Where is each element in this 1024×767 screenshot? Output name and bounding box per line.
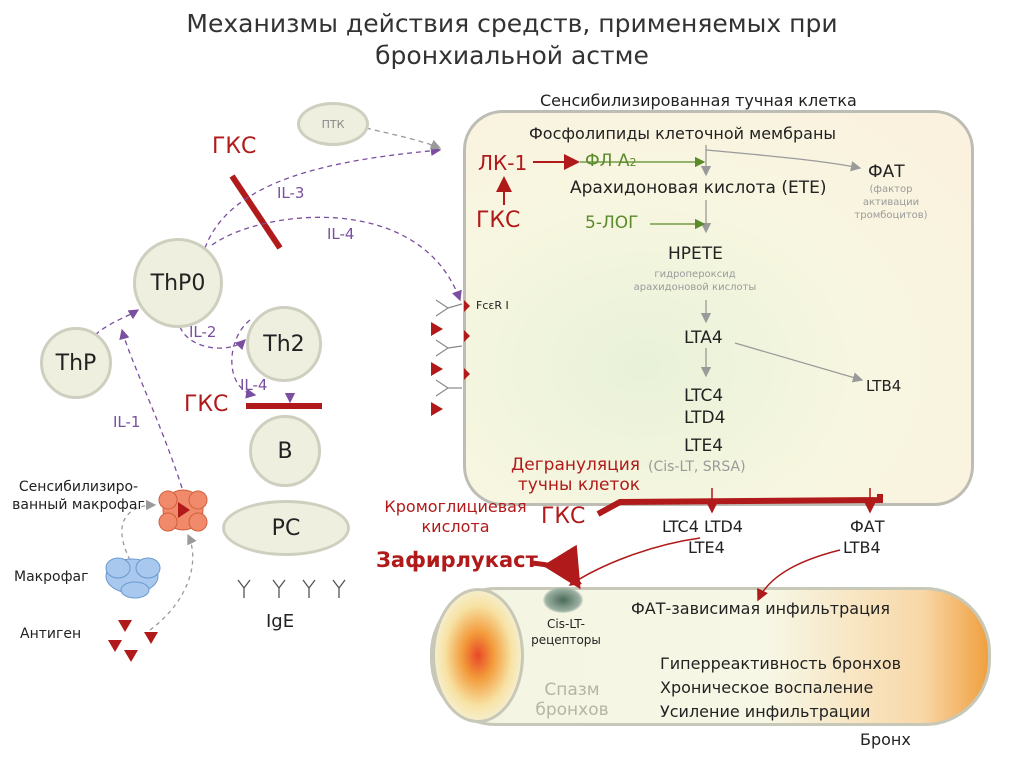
hpete-description: гидропероксид арахидоновой кислоты (633, 269, 757, 293)
th2-cell: Th2 (246, 306, 322, 382)
il4-top-label: IL-4 (327, 225, 355, 243)
lta4-label: LTA4 (684, 328, 723, 348)
degranulation-label: Дегрануляция тучны клеток (511, 455, 640, 495)
ptk-cell: ПТК (297, 102, 369, 146)
lte4-label: LTE4 (684, 436, 724, 456)
hyperreactivity-label: Гиперреактивность бронхов (660, 654, 902, 673)
cis-lt-label: (Cis-LT, SRSA) (648, 459, 746, 475)
bronchospasm-label: Спазм бронхов (535, 680, 609, 720)
mast-cell-label: Сенсибилизированная тучная клетка (540, 91, 857, 110)
pla2-label: ФЛ А2 (585, 151, 637, 171)
bronchus-label: Бронх (860, 730, 911, 749)
gks-top-label: ГКС (212, 134, 257, 159)
ltb4-output-label: LTB4 (843, 538, 881, 557)
gks-mid-label: ГКС (184, 392, 229, 417)
chronic-inflammation-label: Хроническое воспаление (660, 678, 874, 697)
antigen-label: Антиген (20, 626, 82, 642)
fat-infiltration-label: ФАТ-зависимая инфильтрация (631, 599, 890, 618)
membrane-phospholipids: Фосфолипиды клеточной мембраны (529, 124, 837, 143)
arachidonic-acid: Арахидоновая кислота (ЕТЕ) (570, 178, 827, 198)
lk1-label: ЛК-1 (478, 151, 528, 175)
lt-group-line2: LTE4 (688, 538, 725, 557)
infiltration-increase-label: Усиление инфильтрации (660, 702, 871, 721)
il4-mid-label: IL-4 (240, 376, 268, 394)
thp-cell: ThP (40, 327, 112, 399)
fat-description: (фактор активации тромбоцитов) (854, 184, 928, 221)
gks-in-label: ГКС (476, 208, 521, 233)
ltc4-label: LTC4 (684, 386, 724, 406)
cis-lt-receptor-marker (543, 587, 583, 613)
fat-label: ФАТ (868, 162, 905, 182)
il2-label: IL-2 (189, 323, 217, 341)
sensitized-macrophage-label: Сенсибилизиро-ванный макрофаг (12, 479, 145, 513)
lt-group-line1: LTC4 LTD4 (662, 517, 743, 536)
gks-bottom-label: ГКС (541, 504, 586, 529)
il1-label: IL-1 (113, 413, 141, 431)
thp0-cell: ThP0 (133, 238, 223, 328)
cis-lt-receptors-label: Cis-LT-рецепторы (531, 617, 601, 647)
plasma-cell: PC (222, 500, 350, 556)
il3-label: IL-3 (277, 184, 305, 202)
zafirlukast-label: Зафирлукаст (376, 548, 538, 572)
fcer-label: FcεR I (476, 299, 509, 312)
hpete-label: HPETE (668, 244, 723, 264)
b-cell: B (249, 415, 321, 487)
ltd4-label: LTD4 (684, 408, 726, 428)
ige-label: IgE (266, 611, 295, 632)
bronchus-lumen (432, 588, 524, 723)
page-title: Механизмы действия средств, применяемых … (186, 9, 838, 70)
ltb4-label: LTB4 (866, 377, 902, 395)
macrophage-label: Макрофаг (14, 569, 89, 585)
lox5-label: 5-ЛОГ (585, 213, 639, 233)
cromoglycic-acid-label: Кромоглициевая кислота (384, 497, 527, 536)
fat-output-label: ФАТ (850, 517, 885, 536)
